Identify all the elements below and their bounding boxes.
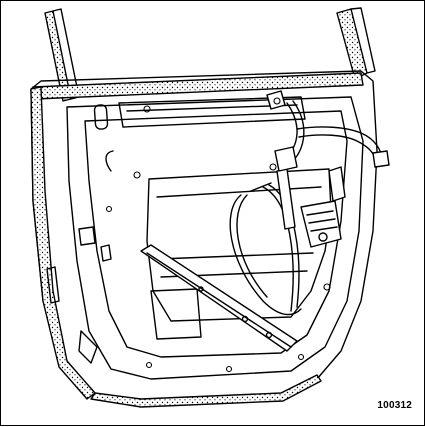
door-inner-panel <box>66 96 364 380</box>
window-frame-rear-pillar <box>336 7 376 80</box>
lower-corner-tab <box>78 330 98 364</box>
belt-line-seal <box>32 72 364 100</box>
mounting-screws <box>105 97 331 373</box>
access-opening <box>146 168 332 322</box>
regulator-motor <box>300 166 346 248</box>
side-bracket <box>78 226 96 246</box>
door-inner-recess <box>84 110 348 358</box>
speaker-mount-hole <box>93 104 109 130</box>
wiring-harness <box>266 90 390 172</box>
hinge-bracket <box>46 266 60 304</box>
regulator-support-arm <box>276 168 296 230</box>
window-regulator-rail <box>140 244 298 352</box>
upper-channel <box>118 96 306 128</box>
door-edge-seal-bottom <box>90 374 322 408</box>
window-frame-front-pillar <box>44 8 80 102</box>
regulator-cable <box>229 182 302 316</box>
figure-reference-number: 100312 <box>377 400 412 411</box>
lower-access-opening <box>150 288 202 340</box>
